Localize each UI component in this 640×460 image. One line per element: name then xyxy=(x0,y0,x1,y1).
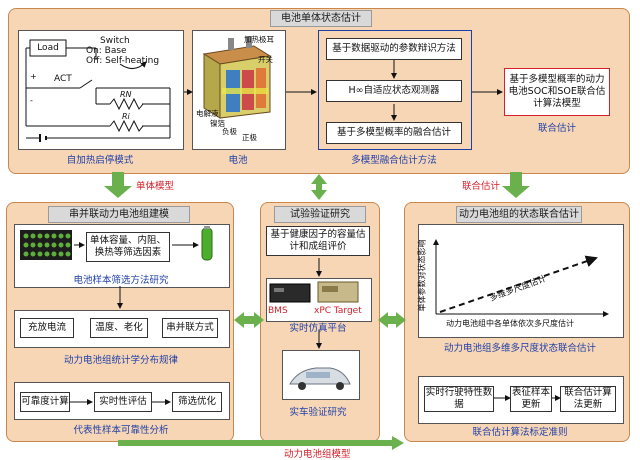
negative-label: 负极 xyxy=(222,127,237,136)
xpc-target-image xyxy=(317,281,359,303)
minus-label: - xyxy=(30,96,33,105)
load-label: Load xyxy=(37,43,59,53)
joint-estimation-label: 联合估计 xyxy=(462,181,501,192)
middle-panel-title: 试验验证研究 xyxy=(274,206,366,223)
single-cell-image xyxy=(201,227,213,261)
plot-caption: 动力电池组多维多尺度状态联合估计 xyxy=(443,343,596,354)
circuit-caption: 自加热启停模式 xyxy=(66,155,134,166)
top-panel-title: 电池单体状态估计 xyxy=(270,10,372,27)
switch-part-label: 开关 xyxy=(258,55,273,64)
sim-caption: 实时仿真平台 xyxy=(289,323,347,334)
electrolyte-label: 电解液 xyxy=(196,109,219,118)
battery-caption: 电池 xyxy=(228,155,248,166)
switch-label-3: Off: Self-heating xyxy=(86,56,160,66)
screen-caption: 电池样本筛选方法研究 xyxy=(73,275,169,286)
screen-factors-box: 单体容量、内阻、换热等筛选因素 xyxy=(86,232,170,262)
rn-label: RN xyxy=(120,90,132,99)
circuit-frame xyxy=(18,30,184,150)
resistor-ri xyxy=(109,119,144,133)
heat-film-label: 加热极耳 xyxy=(244,35,274,44)
chain-caption-right: 联合估计算法标定准则 xyxy=(472,427,568,438)
stats-caption: 动力电池组统计学分布规律 xyxy=(63,355,178,366)
plot-x-axis-label: 动力电池组中各单体依次多尺度估计 xyxy=(446,319,574,328)
car-caption: 实车验证研究 xyxy=(289,407,347,418)
switch-blade xyxy=(79,79,93,89)
optimization-box: 筛选优化 xyxy=(172,392,222,412)
act-label: ACT xyxy=(54,74,72,84)
battery-pack-image xyxy=(20,226,213,261)
health-factor-box: 基于健康因子的容量估计和成组评价 xyxy=(266,226,370,256)
chain-caption-left: 代表性样本可靠性分析 xyxy=(73,425,169,436)
method-box-1: 基于数据驱动的参数辩识方法 xyxy=(326,38,462,60)
positive-label: 正极 xyxy=(242,133,257,142)
factor-topology: 串并联方式 xyxy=(162,318,218,338)
method-box-3: 基于多模型概率的融合估计 xyxy=(326,122,462,144)
method-box-2: H∞自适应状态观测器 xyxy=(326,80,462,102)
plot-y-axis-label: 单体参数对状态影响 xyxy=(417,239,427,312)
plus-label: + xyxy=(30,72,37,81)
ri-label: Ri xyxy=(122,112,130,121)
xpc-label: xPC Target xyxy=(314,306,362,316)
bms-device-image xyxy=(269,283,311,303)
factor-current: 充放电流 xyxy=(20,318,74,338)
green-arrows xyxy=(104,172,530,450)
reliability-box: 可靠度计算 xyxy=(20,392,70,412)
car-image xyxy=(289,367,351,390)
nickel-foil-label: 镍箔 xyxy=(210,119,225,128)
joint-estimation-box: 基于多模型概率的动力电池SOC和SOE联合估计算法模型 xyxy=(504,68,610,116)
state-plot xyxy=(433,239,609,317)
car-frame xyxy=(282,350,360,400)
methods-caption: 多模型融合估计方法 xyxy=(351,155,437,166)
battery-illustration xyxy=(202,36,272,119)
realtime-box: 实时性评估 xyxy=(94,392,152,412)
switch-label-2: On: Base xyxy=(86,46,127,56)
algo-update-box: 联合估计算法更新 xyxy=(560,386,616,412)
factor-temperature: 温度、老化 xyxy=(90,318,148,338)
left-panel-title: 串并联动力电池组建模 xyxy=(48,206,190,223)
driving-data-box: 实时行驶特性数据 xyxy=(424,386,494,412)
pack-model-label: 动力电池组模型 xyxy=(284,449,351,460)
plot-frame xyxy=(418,224,624,338)
right-panel-title: 动力电池组的状态联合估计 xyxy=(456,206,582,223)
switch-label-1: Switch xyxy=(100,36,130,46)
sample-update-box: 表征样本更新 xyxy=(510,386,552,412)
joint-caption: 联合估计 xyxy=(537,123,576,134)
resistor-rn xyxy=(109,97,144,111)
circuit-schematic xyxy=(25,39,171,142)
bms-label: BMS xyxy=(268,306,288,316)
single-model-label: 单体模型 xyxy=(136,181,175,192)
